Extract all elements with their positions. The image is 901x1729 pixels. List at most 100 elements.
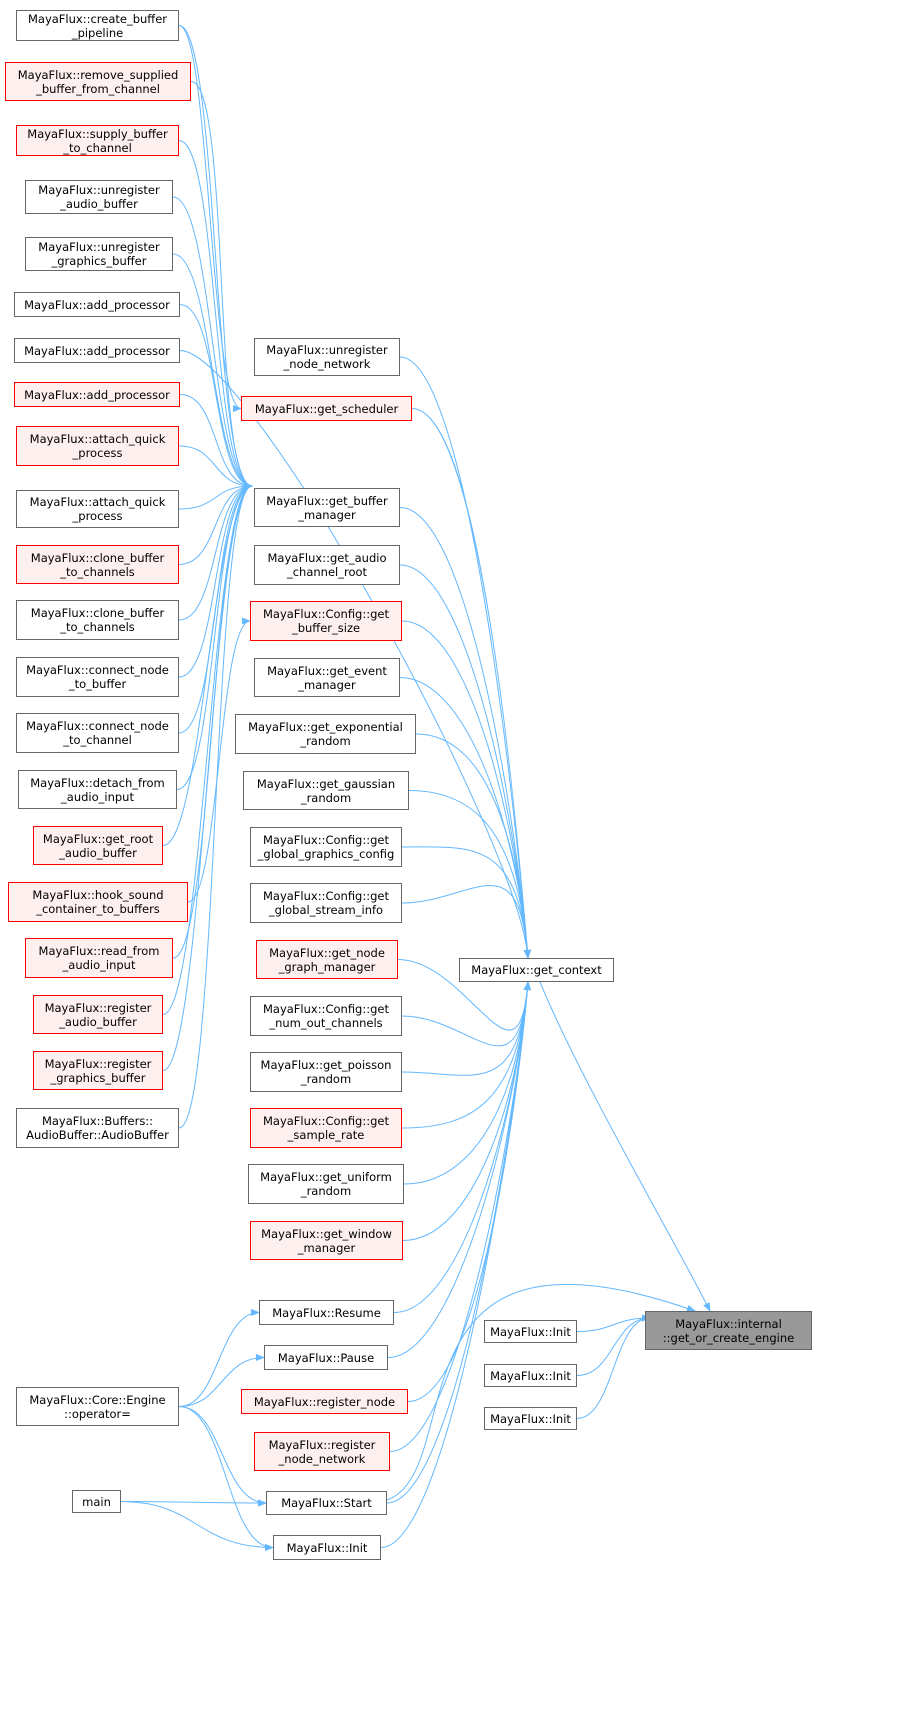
call-edge-m8-to-ctx	[408, 790, 531, 959]
graph-node-n2[interactable]: MayaFlux::remove_supplied_buffer_from_ch…	[5, 62, 191, 101]
graph-node-m6[interactable]: MayaFlux::get_event_manager	[254, 658, 400, 697]
graph-node-i2[interactable]: MayaFlux::Init	[484, 1364, 577, 1387]
node-label-line: MayaFlux::unregister	[38, 183, 160, 197]
graph-node-i1[interactable]: MayaFlux::Init	[484, 1320, 577, 1343]
graph-node-m18[interactable]: MayaFlux::Pause	[264, 1345, 388, 1370]
node-label-line: MayaFlux::get_audio	[267, 551, 387, 565]
graph-node-m12[interactable]: MayaFlux::Config::get_num_out_channels	[250, 996, 402, 1036]
graph-node-m21[interactable]: MayaFlux::Start	[266, 1491, 387, 1515]
node-label-line: MayaFlux::get_gaussian	[256, 776, 396, 791]
call-edge-n20-to-m3	[162, 482, 253, 1071]
node-label-line: _container_to_buffers	[36, 902, 160, 916]
graph-node-m22[interactable]: MayaFlux::Init	[273, 1535, 381, 1560]
node-label-line: _buffer_from_channel	[36, 81, 160, 96]
graph-node-n14[interactable]: MayaFlux::connect_node_to_channel	[16, 713, 179, 753]
node-label-line: MayaFlux::unregister	[38, 240, 160, 254]
graph-node-n11[interactable]: MayaFlux::clone_buffer_to_channels	[16, 545, 179, 584]
node-label-line: MayaFlux::Resume	[272, 1305, 381, 1320]
call-edge-n17-to-m5	[187, 617, 251, 903]
node-label-line: MayaFlux::get_scheduler	[254, 401, 399, 416]
node-label-line: MayaFlux::register	[44, 1000, 152, 1015]
graph-node-n23[interactable]: main	[72, 1490, 121, 1513]
graph-node-n1[interactable]: MayaFlux::create_buffer_pipeline	[16, 10, 179, 41]
call-edge-i2-to-eng	[576, 1314, 651, 1376]
node-label-line: MayaFlux::unregister	[266, 343, 388, 357]
node-label-line: MayaFlux::attach_quick	[29, 432, 166, 446]
node-label-line: MayaFlux::add_processor	[24, 387, 170, 402]
node-label-line: _to_buffer	[68, 677, 127, 691]
call-edge-n22-to-m22	[178, 1406, 274, 1552]
graph-node-n22[interactable]: MayaFlux::Core::Engine::operator=	[16, 1387, 179, 1426]
graph-node-i3[interactable]: MayaFlux::Init	[484, 1407, 577, 1430]
call-edge-n23-to-m22	[120, 1501, 274, 1552]
node-label-line: _to_channels	[60, 620, 135, 634]
graph-node-n21[interactable]: MayaFlux::Buffers::AudioBuffer::AudioBuf…	[16, 1108, 179, 1148]
graph-node-n7[interactable]: MayaFlux::add_processor	[14, 338, 180, 363]
node-label-line: MayaFlux::create_buffer	[27, 11, 168, 26]
graph-node-m11[interactable]: MayaFlux::get_node_graph_manager	[256, 940, 398, 979]
graph-node-n8[interactable]: MayaFlux::add_processor	[14, 382, 180, 407]
node-label-line: MayaFlux::get_node	[269, 945, 385, 960]
node-label-line: MayaFlux::Config::get	[262, 1114, 389, 1128]
node-label-line: _random	[300, 790, 352, 805]
node-label-line: MayaFlux::get_exponential	[248, 720, 403, 734]
node-label-line: MayaFlux::Config::get	[262, 833, 389, 847]
call-edge-n9-to-m3	[178, 445, 253, 490]
graph-node-n4[interactable]: MayaFlux::unregister_audio_buffer	[25, 180, 173, 214]
graph-node-m10[interactable]: MayaFlux::Config::get_global_stream_info	[250, 883, 402, 923]
node-label-line: ::operator=	[64, 1406, 131, 1421]
graph-node-m1[interactable]: MayaFlux::unregister_node_network	[254, 338, 400, 376]
node-label-line: _node_network	[283, 357, 371, 371]
graph-node-n17[interactable]: MayaFlux::hook_sound_container_to_buffer…	[8, 882, 188, 922]
graph-node-m3[interactable]: MayaFlux::get_buffer_manager	[254, 488, 400, 527]
graph-node-m2[interactable]: MayaFlux::get_scheduler	[241, 396, 412, 421]
graph-node-n5[interactable]: MayaFlux::unregister_graphics_buffer	[25, 237, 173, 271]
call-edge-n2-to-m3	[190, 81, 253, 490]
node-label-line: MayaFlux::read_from	[38, 944, 160, 958]
graph-node-m14[interactable]: MayaFlux::Config::get_sample_rate	[250, 1108, 402, 1148]
graph-node-m17[interactable]: MayaFlux::Resume	[259, 1300, 394, 1325]
graph-node-m19[interactable]: MayaFlux::register_node	[241, 1389, 408, 1414]
graph-node-n15[interactable]: MayaFlux::detach_from_audio_input	[18, 770, 177, 809]
graph-node-n19[interactable]: MayaFlux::register_audio_buffer	[33, 995, 163, 1034]
node-label-line: MayaFlux::clone_buffer	[30, 550, 165, 565]
node-label-line: _process	[72, 509, 123, 523]
node-label-line: _audio_buffer	[59, 1014, 137, 1029]
graph-node-n13[interactable]: MayaFlux::connect_node_to_buffer	[16, 657, 179, 697]
node-label-line: _manager	[297, 1240, 356, 1255]
call-edge-m21-to-eng	[386, 1284, 696, 1501]
node-label-line: _random	[300, 1072, 352, 1086]
call-edge-m16-to-ctx	[402, 981, 531, 1241]
graph-node-m9[interactable]: MayaFlux::Config::get_global_graphics_co…	[250, 827, 402, 867]
call-edge-m11-to-ctx	[397, 959, 531, 1031]
graph-node-m8[interactable]: MayaFlux::get_gaussian_random	[243, 771, 409, 810]
graph-node-m4[interactable]: MayaFlux::get_audio_channel_root	[254, 545, 400, 585]
node-label-line: _graphics_buffer	[50, 1070, 146, 1085]
call-edge-ctx-to-eng	[539, 981, 711, 1312]
graph-node-n9[interactable]: MayaFlux::attach_quick_process	[16, 426, 179, 466]
graph-node-n12[interactable]: MayaFlux::clone_buffer_to_channels	[16, 600, 179, 640]
graph-node-m16[interactable]: MayaFlux::get_window_manager	[250, 1221, 403, 1260]
node-label-line: MayaFlux::detach_from	[30, 775, 165, 790]
node-label-line: MayaFlux::hook_sound	[32, 888, 164, 902]
graph-node-m5[interactable]: MayaFlux::Config::get_buffer_size	[250, 601, 402, 641]
graph-node-m20[interactable]: MayaFlux::register_node_network	[254, 1432, 390, 1471]
graph-node-ctx[interactable]: MayaFlux::get_context	[459, 958, 614, 982]
call-edge-n22-to-m17	[178, 1308, 260, 1407]
node-label-line: MayaFlux::Pause	[277, 1350, 375, 1365]
graph-node-n18[interactable]: MayaFlux::read_from_audio_input	[25, 938, 173, 978]
graph-node-m13[interactable]: MayaFlux::get_poisson_random	[250, 1052, 402, 1092]
node-label-line: MayaFlux::supply_buffer	[27, 126, 168, 141]
graph-node-m15[interactable]: MayaFlux::get_uniform_random	[248, 1164, 404, 1204]
graph-node-n6[interactable]: MayaFlux::add_processor	[14, 292, 180, 317]
graph-node-n20[interactable]: MayaFlux::register_graphics_buffer	[33, 1051, 163, 1090]
node-label-line: _global_stream_info	[268, 903, 384, 917]
call-edge-n4-to-m3	[172, 196, 253, 490]
graph-node-n10[interactable]: MayaFlux::attach_quick_process	[16, 490, 179, 528]
graph-node-n16[interactable]: MayaFlux::get_root_audio_buffer	[33, 826, 163, 865]
graph-node-eng[interactable]: MayaFlux::internal::get_or_create_engine	[645, 1311, 812, 1350]
node-label-line: MayaFlux::get_buffer	[266, 493, 388, 508]
graph-node-n3[interactable]: MayaFlux::supply_buffer_to_channel	[16, 125, 179, 156]
graph-node-m7[interactable]: MayaFlux::get_exponential_random	[235, 714, 416, 754]
